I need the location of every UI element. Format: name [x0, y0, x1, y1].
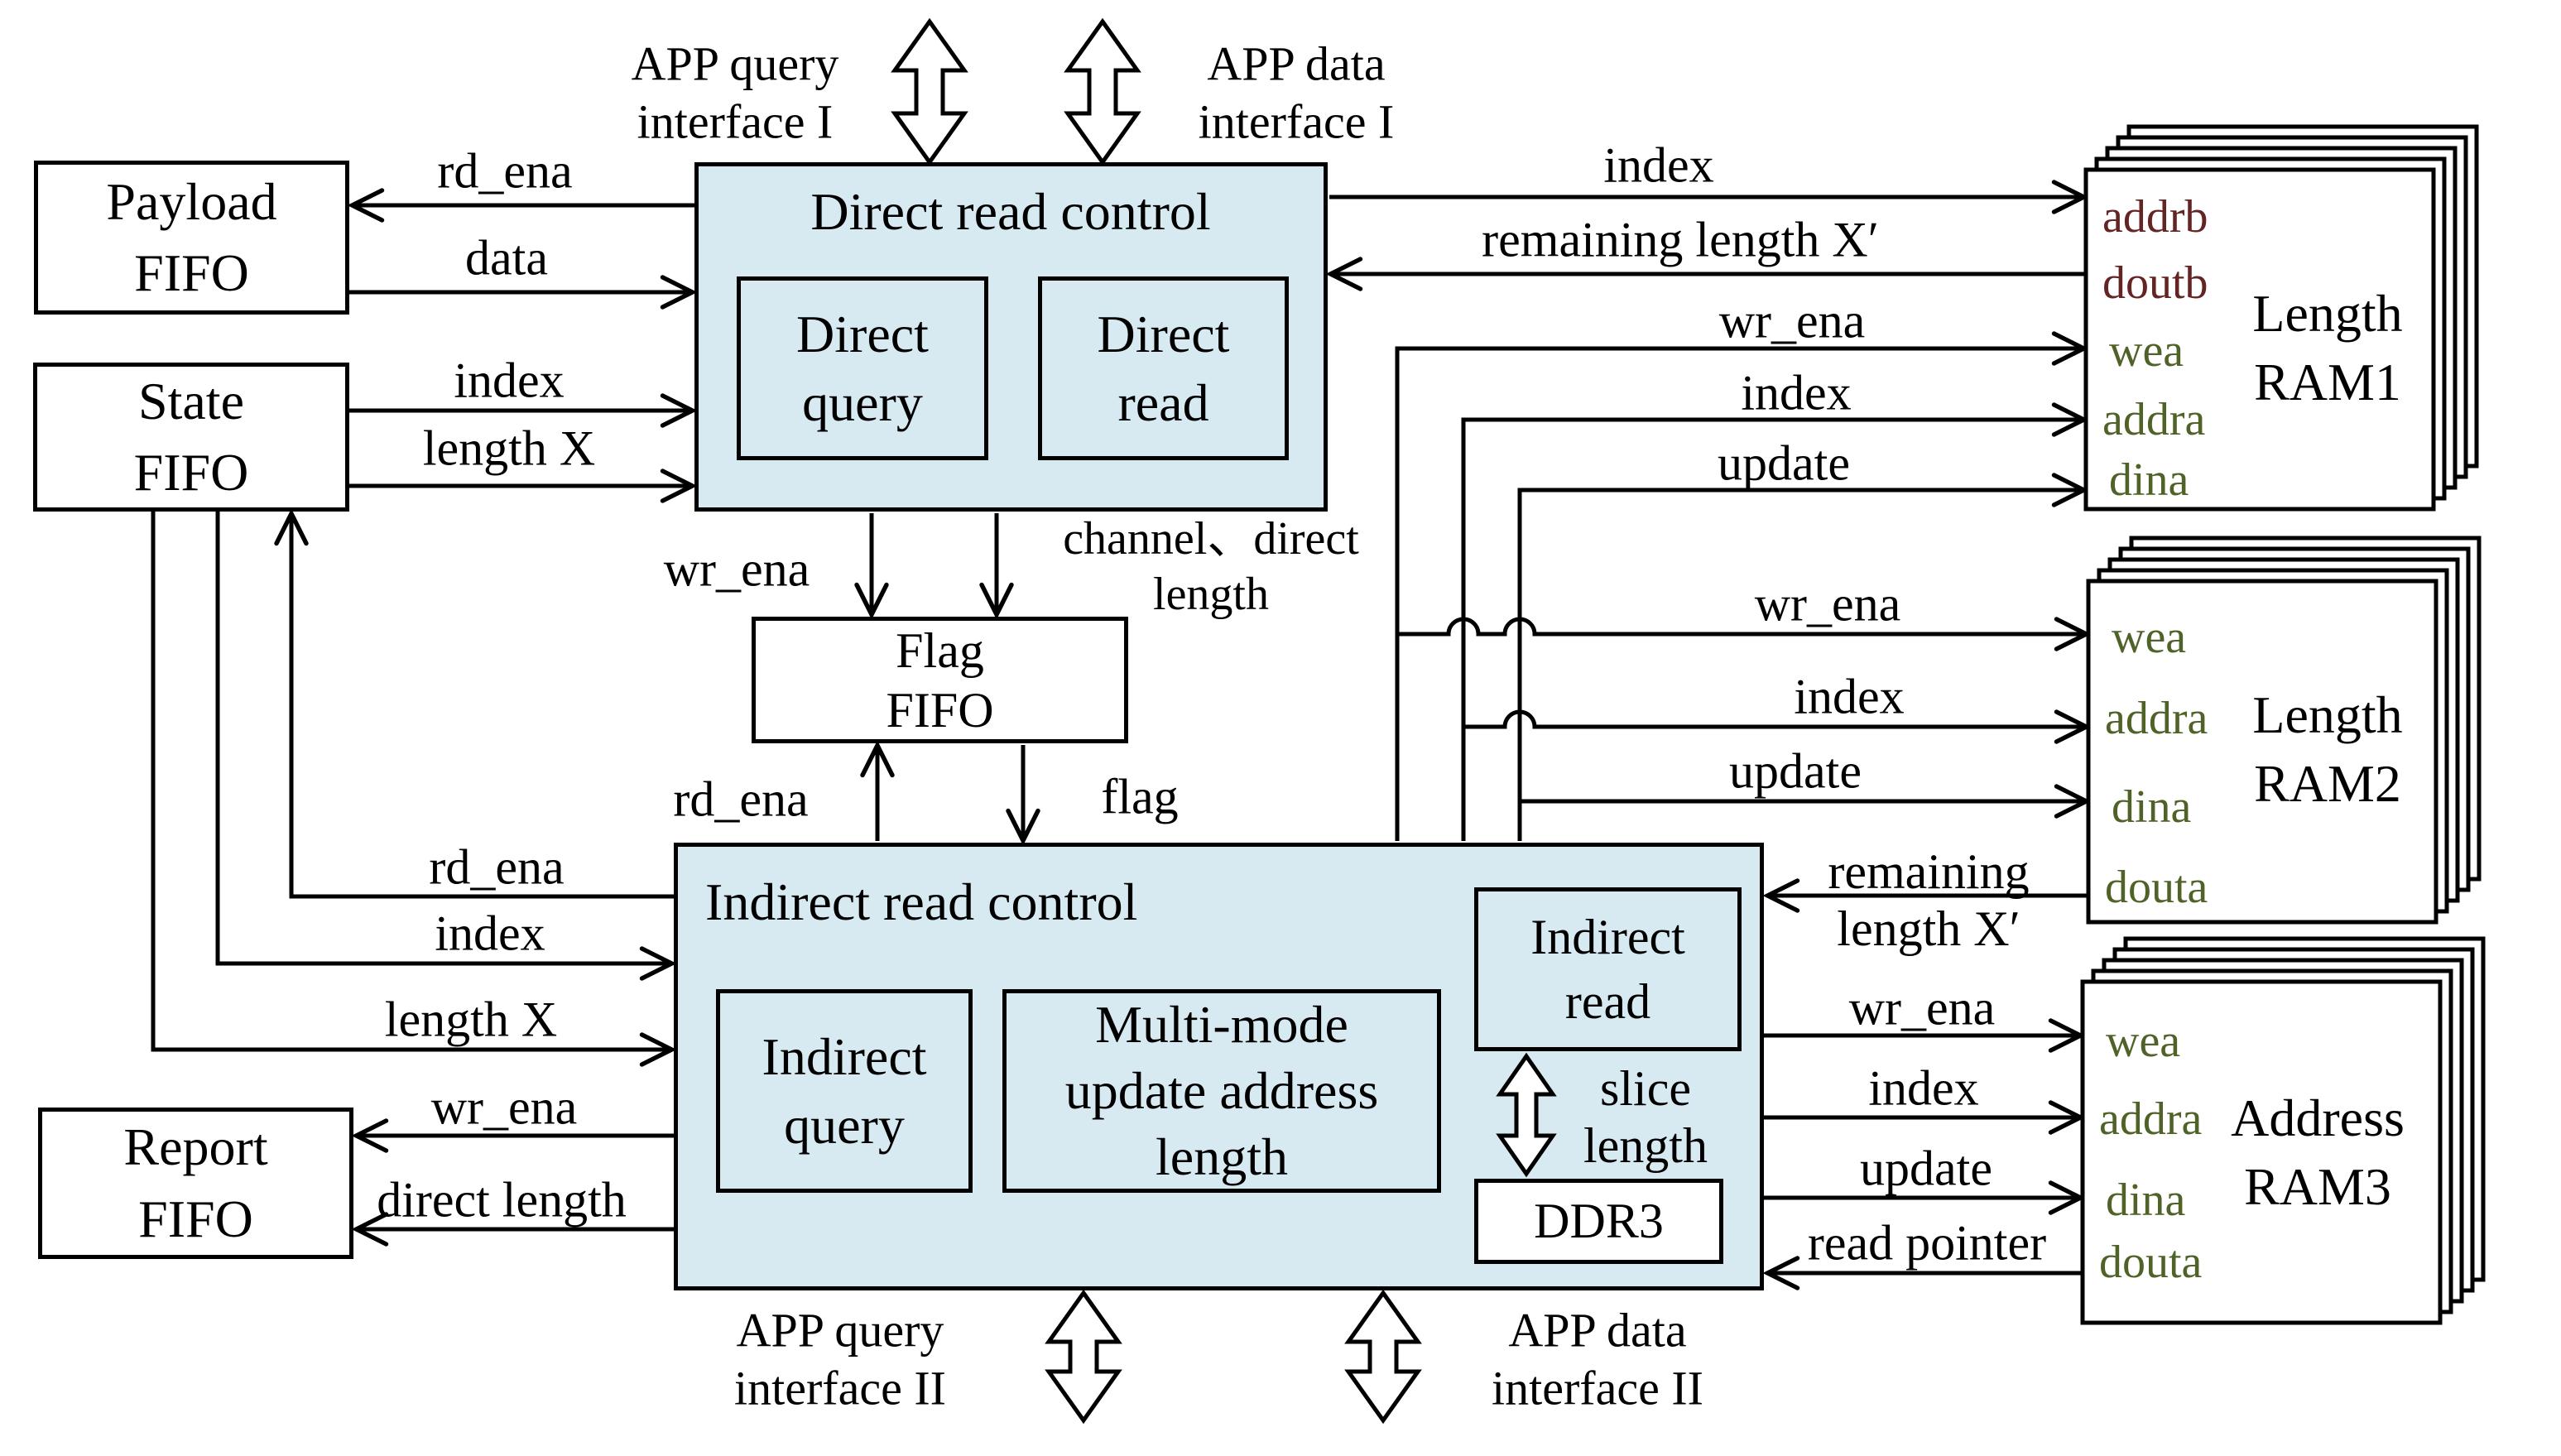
direct-read-box: Direct read: [1038, 276, 1289, 460]
ram3-stack: [2080, 936, 2486, 1325]
ram1-port-wea: wea: [2109, 325, 2184, 377]
remaining-length-direct-label: remaining length X′: [1482, 212, 1879, 267]
update-ram1-label: update: [1718, 435, 1850, 491]
direct-length-report-label: direct length: [377, 1172, 627, 1228]
update-ram3-label: update: [1860, 1141, 1992, 1196]
ram3-port-dina: dina: [2106, 1175, 2186, 1226]
length-x-indirect-label: length X: [384, 992, 558, 1047]
wr-ena-ram3-label: wr_ena: [1848, 980, 1996, 1036]
remaining-length-ram2-label: remaining length X′: [1828, 844, 2030, 956]
index-ram3-label: index: [1868, 1060, 1979, 1116]
ram3-port-wea: wea: [2106, 1016, 2181, 1067]
ram1-title: Length RAM1: [2252, 283, 2403, 411]
ram1-stack: [2083, 124, 2479, 512]
app-data-interface-1-label: APP data interface I: [1198, 36, 1395, 148]
report-fifo-box: Report FIFO: [38, 1108, 353, 1259]
arrow-index-indirect: [215, 512, 668, 963]
multi-mode-box: Multi-mode update address length: [1002, 989, 1441, 1193]
index-state-label: index: [454, 353, 565, 408]
channel-direct-length-label: channel、direct length: [1063, 512, 1359, 620]
index-ram2-label: index: [1794, 669, 1905, 724]
ram3-port-addra: addra: [2099, 1093, 2203, 1145]
rd-ena-state-label: rd_ena: [429, 839, 565, 895]
wr-ena-ram1-label: wr_ena: [1718, 293, 1866, 348]
wr-ena-ram2-label: wr_ena: [1754, 576, 1901, 632]
ram3-title: Address RAM3: [2231, 1088, 2405, 1216]
flag-fifo-box: Flag FIFO: [752, 617, 1128, 743]
app-query-interface-2-label: APP query interface II: [734, 1303, 946, 1415]
ram2-port-dina: dina: [2112, 781, 2192, 833]
update-ram2-label: update: [1729, 743, 1862, 799]
arrow-rd-ena-state: [291, 517, 674, 899]
trunk-wr-ena-ram1: [1395, 348, 2080, 841]
slice-length-label: slice length: [1583, 1061, 1708, 1173]
double-arrow-app-data-2: [1344, 1289, 1422, 1425]
direct-query-box: Direct query: [737, 276, 988, 460]
arrow-length-x-indirect: [151, 512, 668, 1050]
indirect-query-box: Indirect query: [716, 989, 973, 1193]
ram3-page-main: [2080, 979, 2443, 1325]
ram1-port-doutb: doutb: [2102, 257, 2208, 309]
ram2-port-addra: addra: [2105, 693, 2208, 744]
indirect-read-box: Indirect read: [1474, 887, 1742, 1051]
ram3-port-douta: douta: [2099, 1237, 2203, 1288]
wr-ena-report-label: wr_ena: [430, 1079, 578, 1135]
ram2-port-wea: wea: [2112, 612, 2187, 663]
ram2-page-main: [2086, 579, 2438, 925]
index-ram1-label: index: [1741, 365, 1852, 420]
length-x-state-label: length X: [422, 420, 596, 476]
double-arrow-slice-length: [1496, 1052, 1557, 1178]
double-arrow-app-query-2: [1045, 1289, 1122, 1425]
flag-label: flag: [1101, 769, 1179, 824]
ram2-port-douta: douta: [2105, 862, 2208, 913]
ram2-title: Length RAM2: [2252, 685, 2403, 813]
read-pointer-label: read pointer: [1807, 1215, 2047, 1271]
data-payload-label: data: [465, 230, 548, 286]
ddr3-box: DDR3: [1474, 1179, 1723, 1264]
app-data-interface-2-label: APP data interface II: [1492, 1303, 1703, 1415]
index-direct-ram1-label: index: [1603, 137, 1714, 193]
branch-wr-ena-ram2: [1397, 619, 2083, 634]
trunk-index-ram1: [1461, 420, 2080, 841]
indirect-read-control-title: Indirect read control: [705, 872, 1138, 931]
wr-ena-flag-label: wr_ena: [663, 541, 810, 597]
payload-fifo-box: Payload FIFO: [34, 161, 349, 315]
ram1-port-addra: addra: [2102, 394, 2206, 445]
direct-read-control-title: Direct read control: [810, 182, 1211, 242]
rd-ena-flag-label: rd_ena: [673, 771, 809, 827]
ram1-port-dina: dina: [2109, 454, 2189, 506]
app-query-interface-1-label: APP query interface I: [631, 36, 839, 148]
index-indirect-label: index: [435, 906, 545, 961]
state-fifo-box: State FIFO: [33, 363, 349, 512]
ram1-port-addrb: addrb: [2102, 191, 2208, 243]
rd-ena-payload-label: rd_ena: [437, 143, 573, 199]
trunk-update-ram1: [1517, 490, 2080, 841]
ram1-page-main: [2083, 167, 2436, 512]
ram2-stack: [2086, 536, 2482, 925]
